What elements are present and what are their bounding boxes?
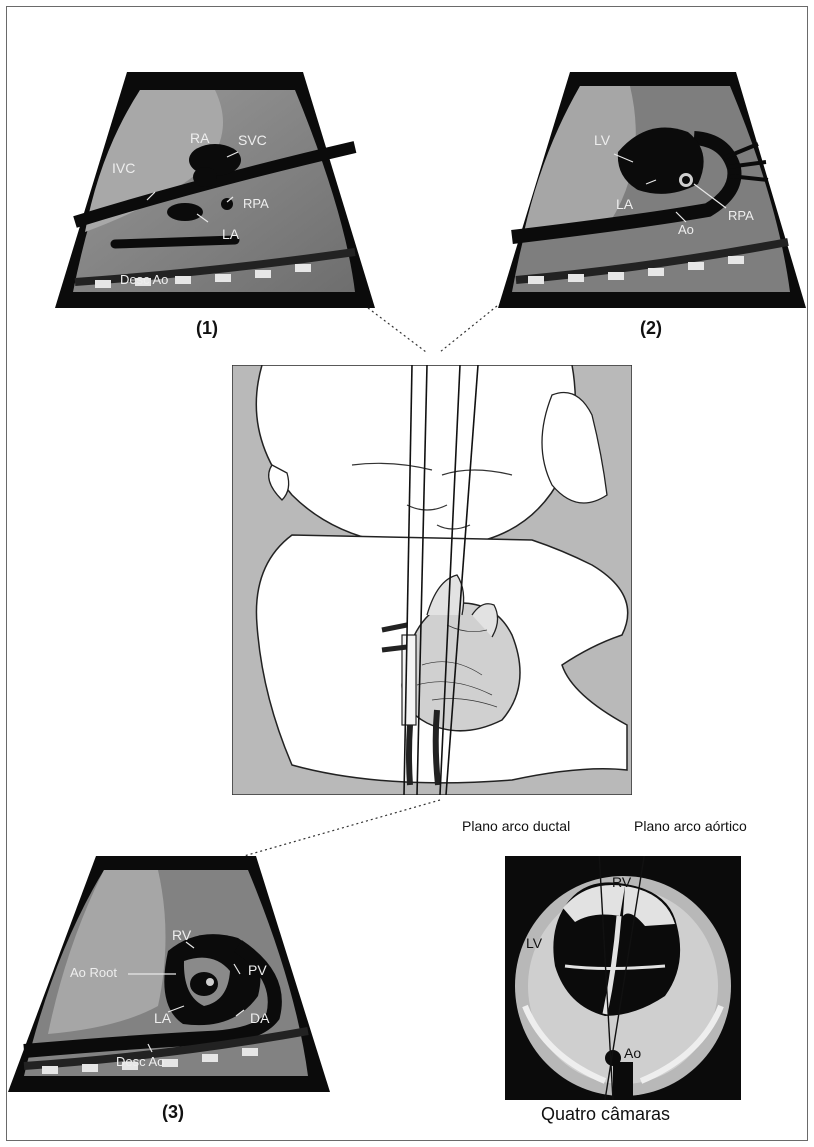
p3-label-ao-root: Ao Root — [70, 965, 117, 980]
ultrasound-panel-four-chamber — [505, 856, 741, 1100]
p3-label-rv: RV — [172, 927, 191, 943]
plane-label-ductal-arch: Plano arco ductal — [462, 818, 570, 834]
ultrasound-panel-3 — [8, 856, 330, 1092]
p3-label-da: DA — [250, 1010, 269, 1026]
plane-label-aortic-arch: Plano arco aórtico — [634, 818, 747, 834]
fetal-heart-illustration — [232, 365, 632, 795]
panel-3-caption: (3) — [162, 1102, 184, 1123]
p4-label-rv: RV — [612, 874, 631, 890]
p3-label-la: LA — [154, 1010, 171, 1026]
p3-label-pv: PV — [248, 962, 267, 978]
p3-label-desc-ao: Desc Ao — [116, 1054, 164, 1069]
four-chamber-caption: Quatro câmaras — [541, 1104, 670, 1125]
p4-label-ao: Ao — [624, 1045, 641, 1061]
p4-label-lv: LV — [526, 935, 542, 951]
